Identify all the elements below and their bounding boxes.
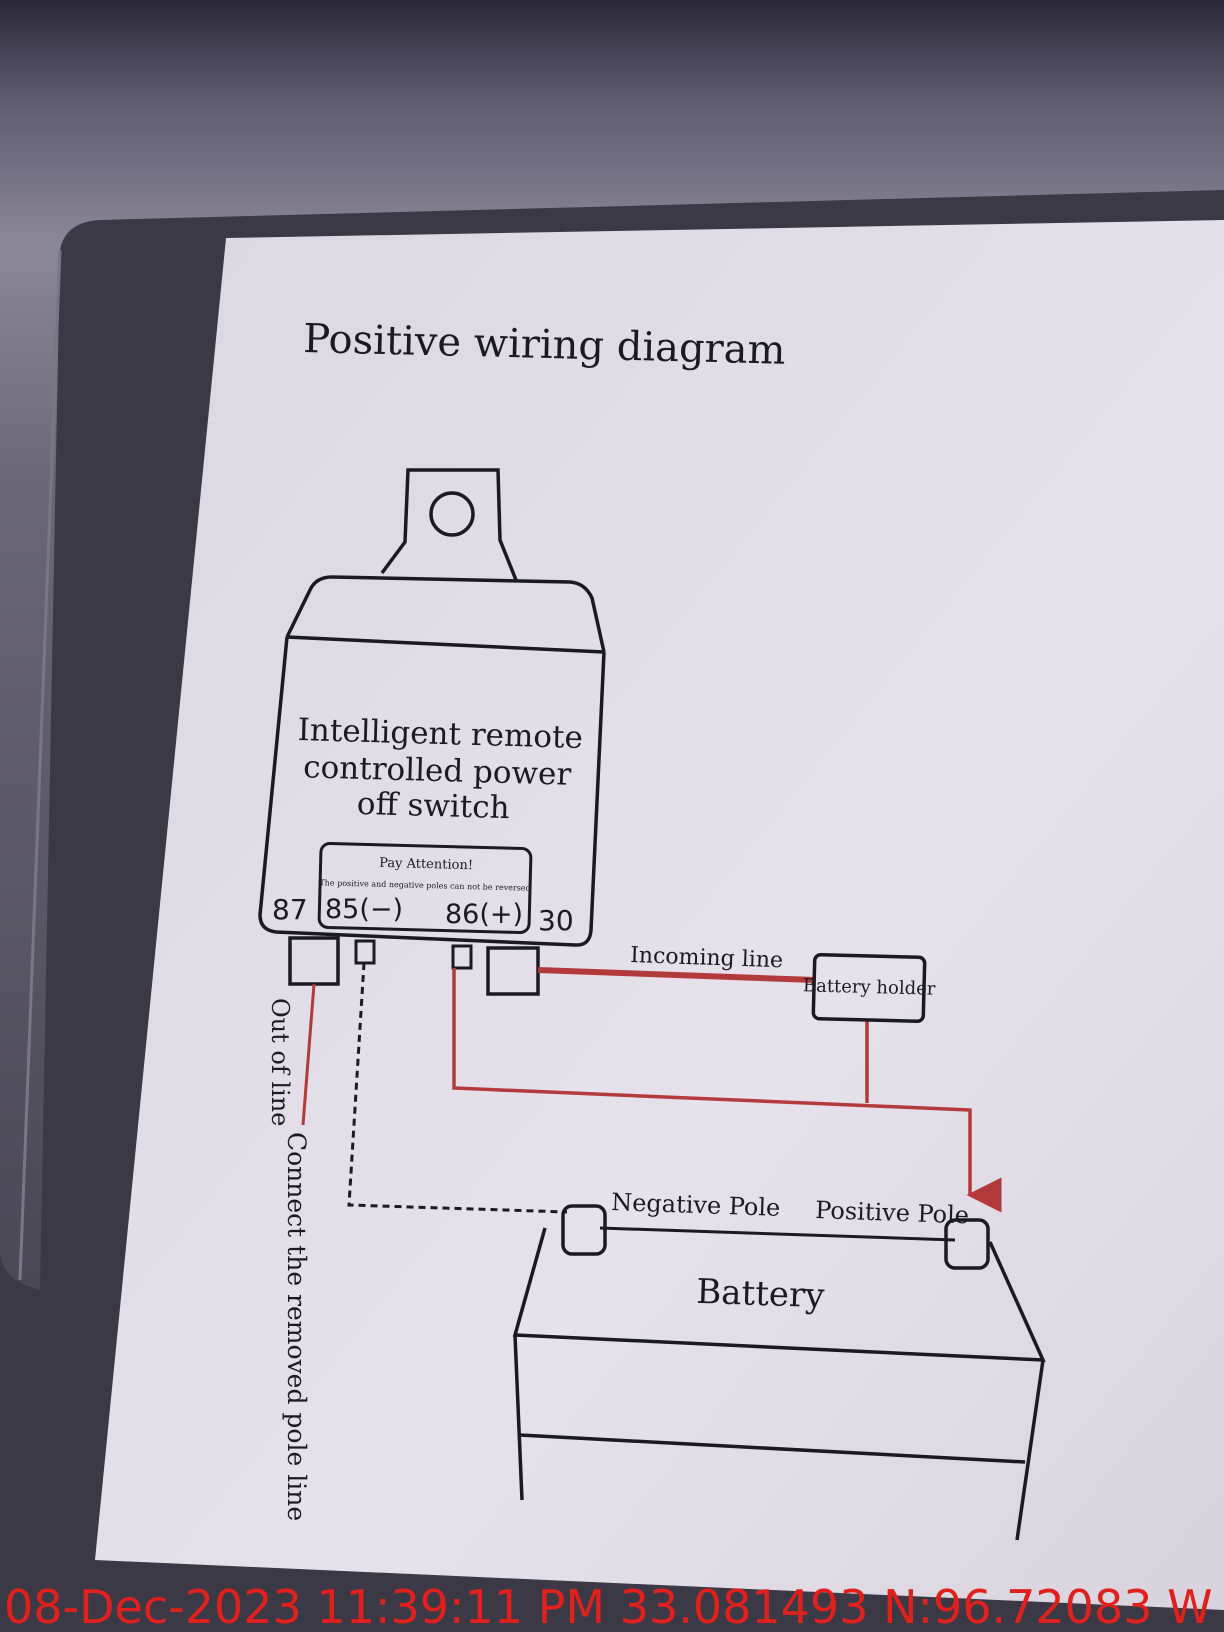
switch-label-line-1: Intelligent remote bbox=[297, 712, 583, 756]
removed-pole-label: Connect the removed pole line bbox=[282, 1132, 311, 1521]
out-of-line-label: Out of line bbox=[266, 998, 294, 1126]
terminal-86-label: 86(+) bbox=[445, 899, 523, 930]
incoming-line-label: Incoming line bbox=[630, 943, 784, 973]
positive-pole-terminal bbox=[944, 1218, 990, 1270]
positive-pole-label: Positive Pole bbox=[815, 1196, 970, 1229]
terminal-87-label: 87 bbox=[272, 893, 308, 926]
terminal-86-post bbox=[451, 944, 473, 970]
out-of-line-wire bbox=[301, 983, 316, 1126]
removed-pole-dashed-wire bbox=[347, 962, 568, 1214]
negative-pole-terminal bbox=[561, 1204, 607, 1256]
battery-holder-label: Battery holder bbox=[803, 975, 936, 999]
switch-top-cap bbox=[285, 575, 606, 653]
incoming-line-wire bbox=[537, 967, 816, 983]
switch-cap-divider bbox=[286, 635, 605, 654]
negative-pole-label: Negative Pole bbox=[611, 1188, 781, 1222]
terminal-30-label: 30 bbox=[538, 904, 574, 937]
terminal-85-label: 85(−) bbox=[325, 894, 403, 925]
battery-top-edge bbox=[599, 1226, 956, 1242]
battery-band bbox=[519, 1433, 1026, 1464]
attention-title: Pay Attention! bbox=[379, 856, 473, 873]
battery-holder-box bbox=[811, 952, 927, 1024]
timestamp-overlay: 08-Dec-2023 11:39:11 PM 33.081493 N:96.7… bbox=[4, 1582, 1213, 1632]
tablet-screen-edge bbox=[18, 249, 62, 1281]
battery-top bbox=[512, 1227, 1046, 1362]
battery-label: Battery bbox=[696, 1272, 826, 1316]
paper-sheet bbox=[95, 220, 1224, 1610]
battery-body bbox=[513, 1334, 1045, 1541]
switch-mount-tab bbox=[380, 468, 518, 581]
positive-feed-wire bbox=[452, 968, 1002, 1213]
switch-label-line-2: controlled power bbox=[303, 749, 572, 792]
terminal-85-post bbox=[354, 939, 376, 965]
attention-box bbox=[317, 841, 533, 935]
switch-label-line-3: off switch bbox=[356, 786, 510, 826]
switch-body bbox=[258, 636, 606, 947]
wiring-diagram: Positive wiring diagram Intelligent remo… bbox=[258, 316, 1046, 1541]
mount-hole bbox=[429, 491, 475, 537]
